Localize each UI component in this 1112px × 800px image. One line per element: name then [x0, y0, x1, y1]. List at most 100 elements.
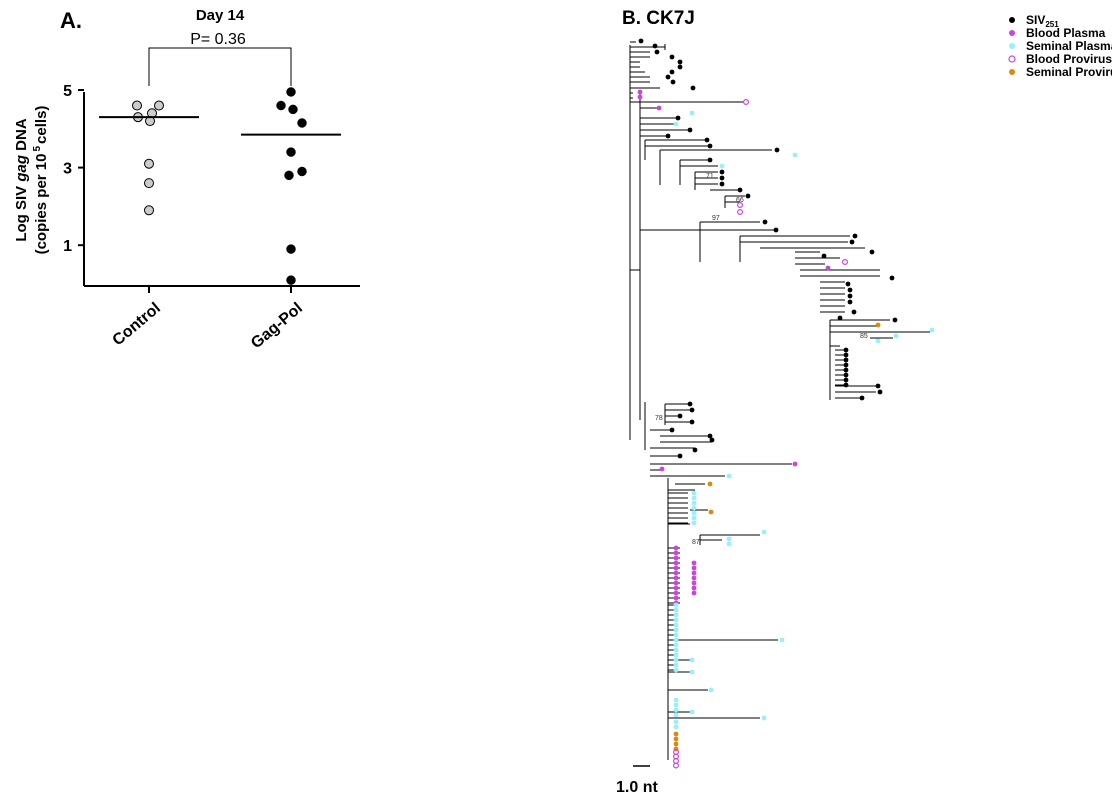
scale-bar-label: 1.0 nt	[616, 779, 658, 796]
tree-tip	[673, 642, 679, 648]
tree-tip	[869, 249, 875, 255]
tree-tip	[654, 49, 660, 55]
tree-tip	[673, 731, 679, 737]
panel-b-label: B. CK7J	[622, 8, 695, 29]
tree-tip	[687, 401, 693, 407]
tree-tip	[689, 407, 695, 413]
tree-tip	[851, 309, 857, 315]
tree-tip	[707, 481, 713, 487]
tree-tip	[673, 595, 679, 601]
data-point	[154, 100, 164, 111]
tree-tip	[737, 187, 743, 193]
tree-tip	[652, 43, 658, 49]
tree-tip	[659, 466, 665, 472]
tree-tip	[742, 98, 749, 105]
tree-tip	[673, 555, 679, 561]
tree-tip	[673, 627, 679, 633]
tree-tip	[673, 741, 679, 747]
bootstrap-value: 71	[706, 173, 714, 180]
legend-marker	[1009, 43, 1015, 49]
tree-tip	[673, 697, 679, 703]
tree-tip	[792, 152, 798, 158]
tree-tip	[843, 377, 849, 383]
tree-tip	[707, 143, 713, 149]
legend-marker	[1009, 30, 1015, 36]
tree-tip	[691, 515, 697, 521]
tree-tip	[673, 121, 679, 127]
tree-tip	[845, 281, 851, 287]
tree-tip	[726, 473, 732, 479]
tree-tip	[719, 169, 725, 175]
tree-tip	[889, 275, 895, 281]
tree-tip	[637, 89, 643, 95]
tree-tip	[673, 657, 679, 663]
y-tick-label: 1	[63, 238, 72, 255]
tree-tip	[843, 382, 849, 388]
tree-tip	[673, 602, 679, 608]
tree-tip	[689, 669, 695, 675]
tree-tip	[691, 570, 697, 576]
tree-tip	[691, 565, 697, 571]
tree-tip	[656, 105, 662, 111]
tree-tip	[692, 447, 698, 453]
tree-tip	[689, 709, 695, 715]
tree-tip	[677, 59, 683, 65]
data-point	[288, 104, 298, 115]
tree-tip	[638, 38, 644, 44]
tree-tip	[736, 209, 743, 216]
tree-tip	[669, 427, 675, 433]
legend-marker	[1008, 55, 1016, 63]
tree-tip	[708, 687, 714, 693]
legend-label: Seminal Provirus	[1026, 65, 1112, 79]
tree-tip	[691, 520, 697, 526]
tree-tip	[673, 565, 679, 571]
tree-tip	[691, 575, 697, 581]
bootstrap-value: 85	[860, 333, 868, 340]
tree-tip	[691, 510, 697, 516]
tree-tip	[821, 253, 827, 259]
data-point	[297, 118, 307, 128]
tree-tip	[877, 389, 883, 395]
tree-tip	[637, 94, 643, 100]
tree-tip	[673, 707, 679, 713]
tree-tip	[704, 137, 710, 143]
legend-marker	[1009, 69, 1015, 75]
tree-tip	[773, 227, 779, 233]
tree-tip	[673, 647, 679, 653]
data-point	[284, 170, 294, 181]
tree-tip	[669, 69, 675, 75]
tree-tip	[736, 202, 743, 209]
tree-tip	[779, 637, 785, 643]
tree-tip	[673, 736, 679, 742]
tree-tip	[825, 265, 831, 271]
tree-tip	[691, 495, 697, 501]
data-point	[132, 100, 142, 111]
tree-tip	[673, 719, 679, 725]
panel-a-label: A.	[60, 8, 82, 33]
data-point	[276, 100, 286, 111]
data-point	[286, 87, 296, 97]
tree-tip	[837, 315, 843, 321]
tree-tip	[673, 702, 679, 708]
tree-tip	[677, 453, 683, 459]
data-point	[297, 166, 307, 177]
tree-tip	[875, 338, 881, 344]
tree-tip	[691, 560, 697, 566]
tree-tip	[852, 233, 858, 239]
tree-tip	[719, 163, 725, 169]
bootstrap-value: 97	[712, 215, 720, 222]
tree-tip	[843, 367, 849, 373]
tree-tip	[673, 575, 679, 581]
tree-tip	[673, 607, 679, 613]
data-point	[286, 244, 296, 254]
bootstrap-value: 66	[736, 197, 744, 204]
significance-bracket	[148, 47, 292, 86]
tree-tip	[847, 287, 853, 293]
tree-tip	[859, 395, 865, 401]
chart-title: Day 14	[196, 7, 245, 24]
legend-label: SIV251	[1026, 13, 1059, 29]
y-tick-label: 3	[63, 161, 72, 178]
bootstrap-value: 87	[692, 539, 700, 546]
tree-tip	[841, 259, 848, 266]
